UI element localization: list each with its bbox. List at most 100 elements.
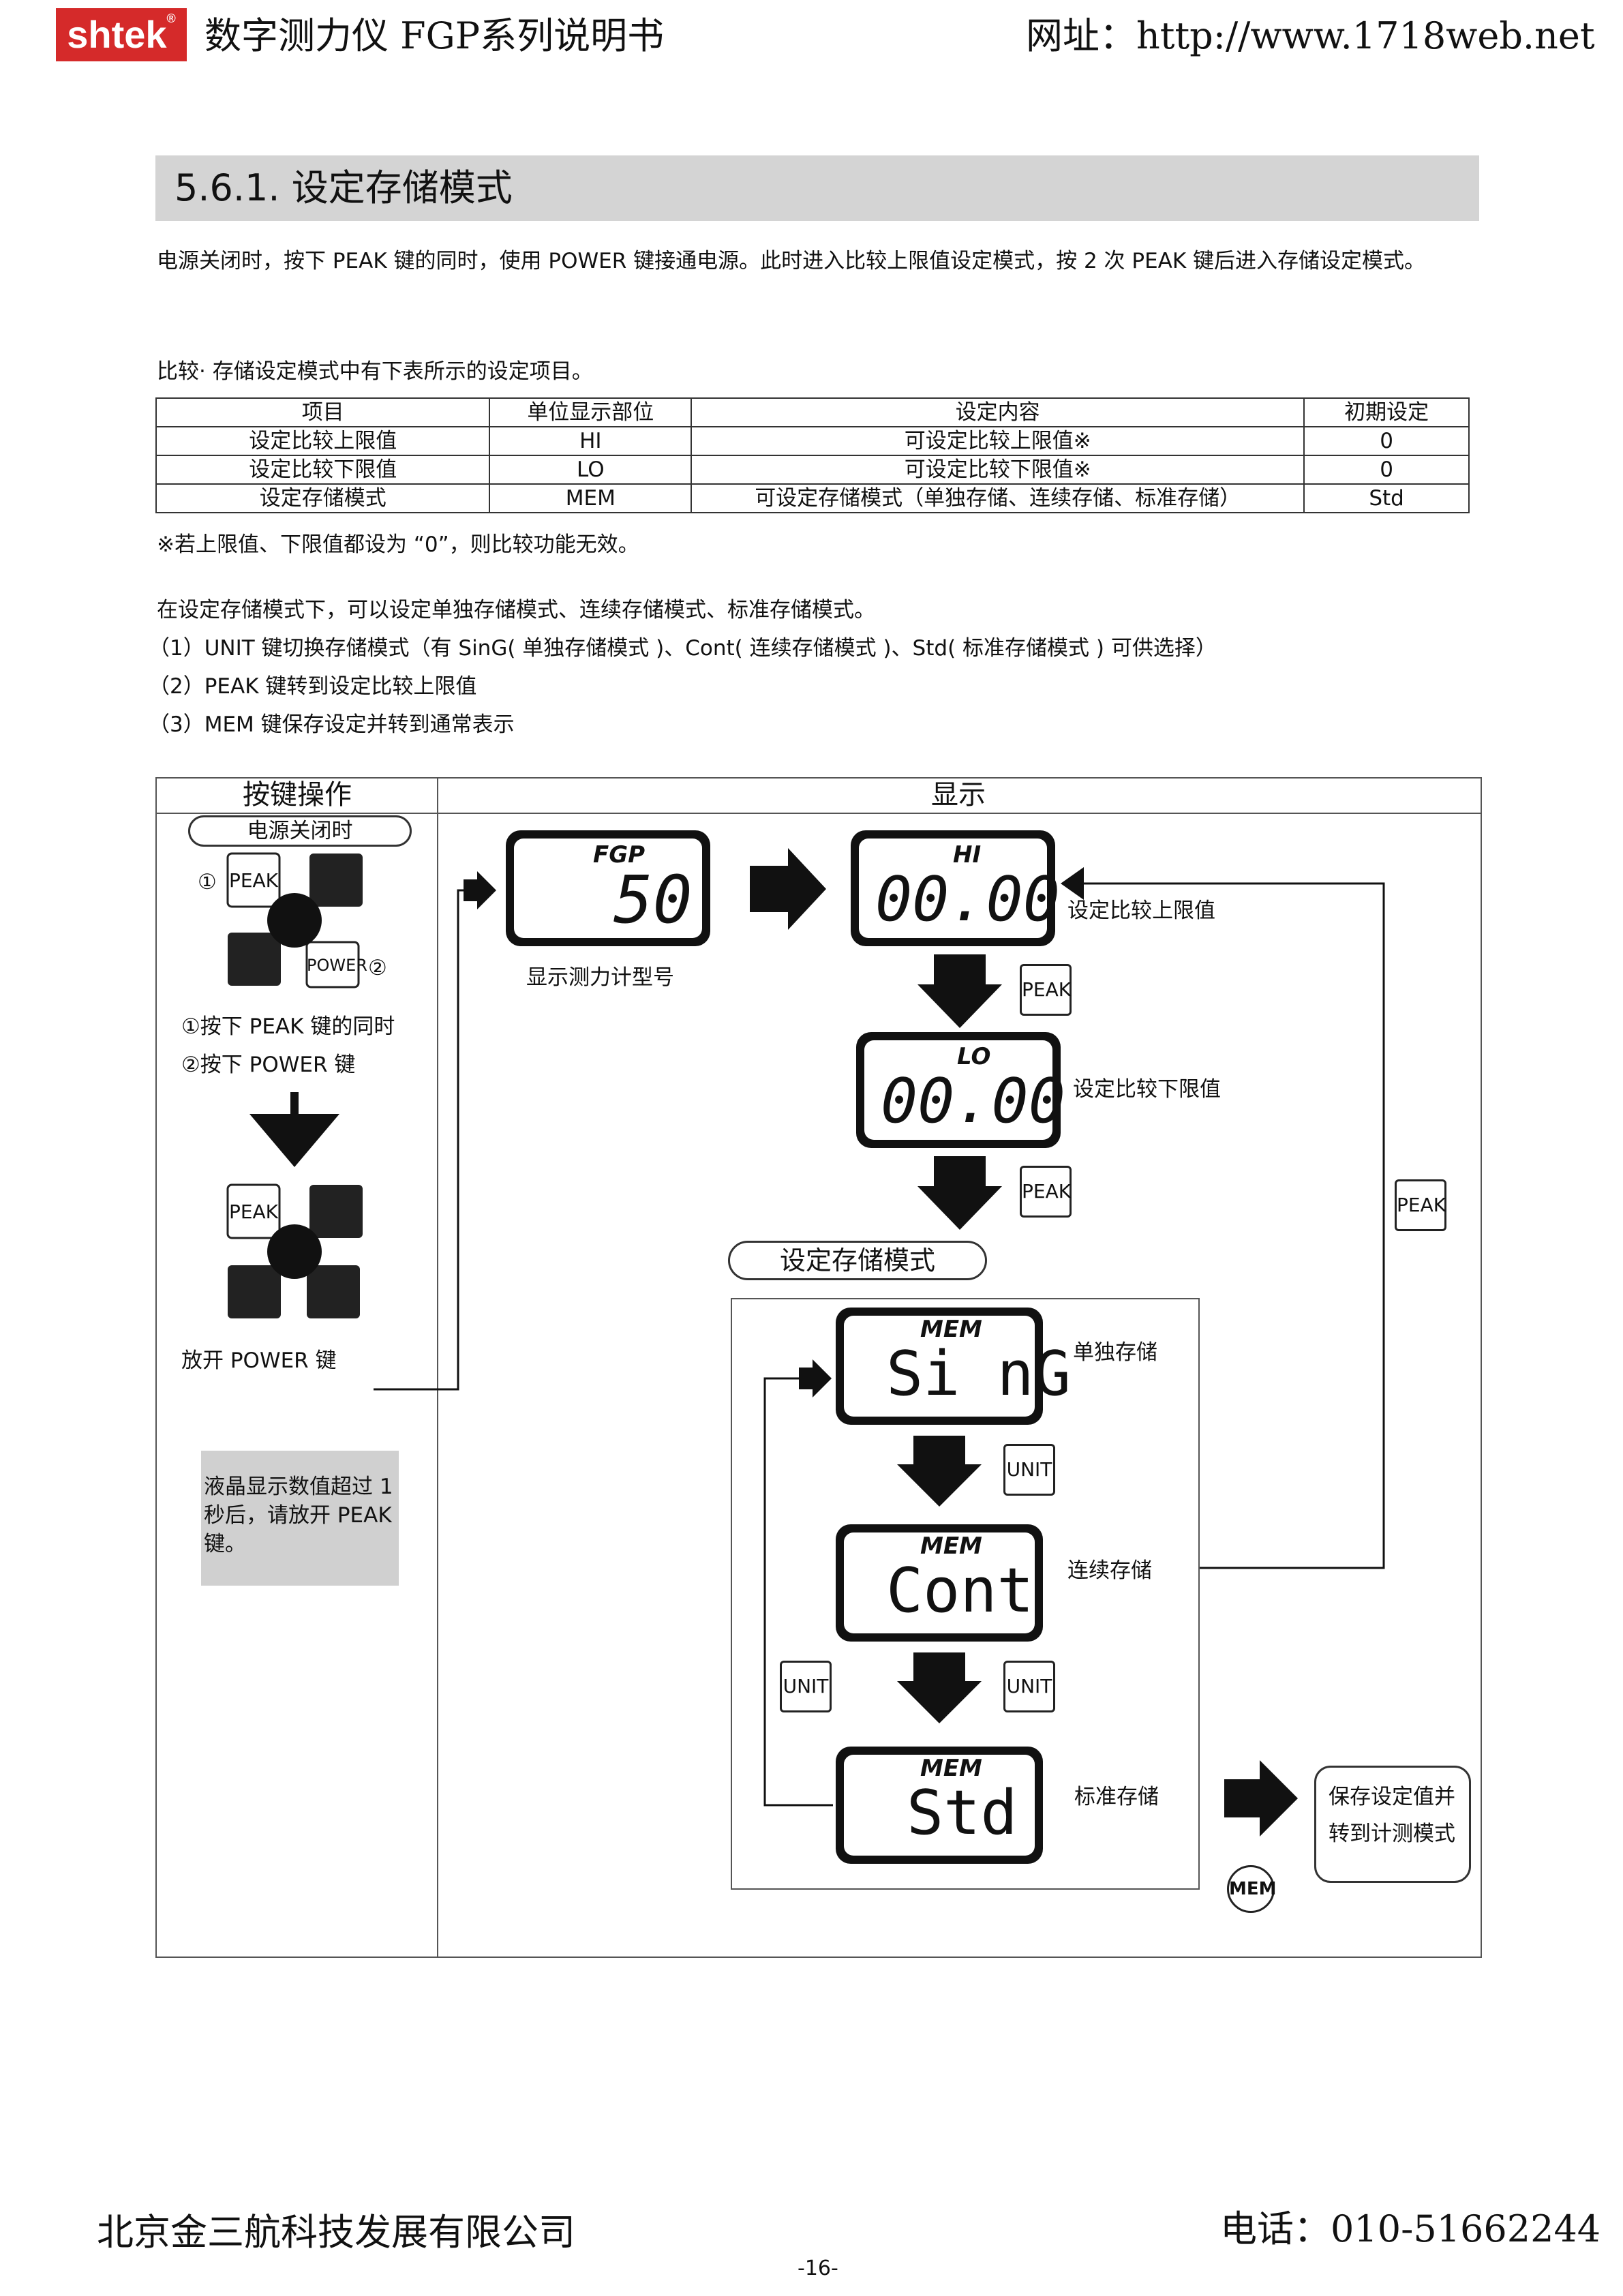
- step2-text: ②按下 POWER 键: [181, 1053, 356, 1077]
- keypad-center: [267, 1224, 322, 1279]
- footer-phone: 电话：010-51662244: [1220, 2207, 1601, 2250]
- table-header-cell: 初期设定: [1303, 397, 1470, 427]
- release-power-text: 放开 POWER 键: [181, 1348, 337, 1373]
- peak-key[interactable]: PEAK: [1395, 1179, 1446, 1231]
- logo-text: shtek: [67, 13, 167, 56]
- down-arrow-icon: [249, 1092, 339, 1167]
- keypad-center: [267, 893, 322, 948]
- step-marker: ①: [198, 870, 217, 894]
- section-title: 5.6.1. 设定存储模式: [175, 166, 513, 209]
- lcd-mem-label: MEM: [920, 1532, 982, 1560]
- keypad-key: [309, 1185, 363, 1238]
- table-row: 设定存储模式 MEM 可设定存储模式（单独存储、连续存储、标准存储） Std: [155, 483, 1470, 513]
- arrow-right-icon: [750, 848, 826, 930]
- peak-key[interactable]: [226, 852, 281, 908]
- operation-diagram: [155, 777, 1482, 1958]
- memory-mode-frame: [731, 1298, 1200, 1890]
- brand-logo: shtek®: [56, 8, 187, 61]
- step-marker: ②: [368, 956, 387, 980]
- table-intro: 比较· 存储设定模式中有下表所示的设定项目。: [157, 359, 593, 384]
- lcd-std-value: Std: [907, 1777, 1018, 1849]
- page-number: -16-: [798, 2256, 838, 2280]
- table-cell: 可设定存储模式（单独存储、连续存储、标准存储）: [691, 483, 1305, 513]
- unit-key[interactable]: UNIT: [1003, 1661, 1055, 1712]
- peak-key-label: PEAK: [228, 1200, 279, 1223]
- down-arrow-icon: [897, 1436, 982, 1507]
- peak-key[interactable]: PEAK: [1020, 964, 1072, 1016]
- save-line: 保存设定值并: [1329, 1785, 1455, 1809]
- peak-key[interactable]: PEAK: [1020, 1166, 1072, 1218]
- table-row: 设定比较上限值 HI 可设定比较上限值※ 0: [155, 426, 1470, 456]
- footer-company: 北京金三航科技发展有限公司: [97, 2211, 575, 2254]
- instruction-line: 在设定存储模式下，可以设定单独存储模式、连续存储模式、标准存储模式。: [157, 598, 875, 622]
- instruction-line: （3）MEM 键保存设定并转到通常表示: [149, 712, 515, 737]
- website-url[interactable]: 网址：http://www.1718web.net: [1026, 14, 1595, 57]
- table-cell: 可设定比较下限值※: [691, 455, 1305, 485]
- hi-caption: 设定比较上限值: [1067, 898, 1215, 923]
- lcd-sing-value: Si nG: [886, 1338, 1071, 1410]
- table-cell: 可设定比较上限值※: [691, 426, 1305, 456]
- mem-mode-title: 设定存储模式: [728, 1241, 987, 1280]
- table-header-cell: 设定内容: [691, 397, 1305, 427]
- lcd-model-value: 50: [613, 862, 693, 938]
- keypad-key: [307, 1265, 360, 1318]
- lcd-hi-label: HI: [953, 841, 982, 868]
- instruction-line: （2）PEAK 键转到设定比较上限值: [149, 674, 477, 699]
- table-cell: MEM: [489, 483, 693, 513]
- table-cell: 设定存储模式: [155, 483, 491, 513]
- mem-key[interactable]: MEM: [1227, 1865, 1277, 1913]
- peak-key[interactable]: [226, 1183, 281, 1239]
- table-footnote: ※若上限值、下限值都设为 “0”，则比较功能无效。: [157, 532, 639, 557]
- table-cell: 设定比较上限值: [155, 426, 491, 456]
- keypad-key: [228, 1265, 281, 1318]
- sing-caption: 单独存储: [1073, 1340, 1157, 1365]
- power-key[interactable]: [305, 941, 360, 988]
- lo-caption: 设定比较下限值: [1073, 1077, 1221, 1102]
- lcd-lo-value: 00.00: [881, 1066, 1065, 1137]
- table-cell: 0: [1303, 455, 1470, 485]
- table-cell: Std: [1303, 483, 1470, 513]
- table-header-cell: 单位显示部位: [489, 397, 693, 427]
- arrow-right-icon: [799, 1359, 832, 1398]
- table-cell: 设定比较下限值: [155, 455, 491, 485]
- keypad-released: [226, 1183, 363, 1318]
- lcd-cont-value: Cont: [886, 1555, 1034, 1627]
- table-cell: LO: [489, 455, 693, 485]
- table-cell: HI: [489, 426, 693, 456]
- arrow-right-icon: [1224, 1760, 1298, 1837]
- instruction-line: （1）UNIT 键切换存储模式（有 SinG( 单独存储模式 )、Cont( 连…: [149, 636, 1217, 661]
- settings-table: 项目 单位显示部位 设定内容 初期设定 设定比较上限值 HI 可设定比较上限值※…: [155, 397, 1470, 513]
- release-note: 液晶显示数值超过 1 秒后，请放开 PEAK 键。: [201, 1451, 399, 1586]
- unit-key[interactable]: UNIT: [1003, 1444, 1055, 1496]
- arrow-right-icon: [464, 871, 496, 909]
- table-header-row: 项目 单位显示部位 设定内容 初期设定: [155, 397, 1470, 427]
- down-arrow-icon: [897, 1652, 982, 1723]
- power-off-label: 电源关闭时: [188, 815, 412, 847]
- save-line: 转到计测模式: [1329, 1822, 1455, 1846]
- model-caption: 显示测力计型号: [526, 965, 674, 990]
- document-title: 数字测力仪 FGP系列说明书: [204, 14, 665, 57]
- column-divider: [437, 777, 438, 1958]
- down-arrow-icon: [917, 954, 1002, 1028]
- header-divider: [155, 813, 1482, 814]
- keypad-key: [228, 933, 281, 986]
- section-heading-bar: [155, 155, 1479, 221]
- lcd-lo-label: LO: [957, 1043, 991, 1070]
- peak-key-label: PEAK: [228, 869, 279, 892]
- keypad-key: [309, 854, 363, 907]
- save-settings-box: 保存设定值并 转到计测模式: [1314, 1766, 1471, 1883]
- unit-key[interactable]: UNIT: [780, 1661, 832, 1712]
- intro-paragraph: 电源关闭时，按下 PEAK 键的同时，使用 POWER 键接通电源。此时进入比较…: [157, 249, 1426, 273]
- step1-text: ①按下 PEAK 键的同时: [181, 1014, 395, 1039]
- lcd-mem-label: MEM: [920, 1755, 982, 1782]
- display-header: 显示: [931, 779, 986, 811]
- keypad-initial: [226, 852, 363, 988]
- table-row: 设定比较下限值 LO 可设定比较下限值※ 0: [155, 455, 1470, 485]
- registered-mark: ®: [166, 12, 176, 25]
- connector-line: [374, 889, 477, 1391]
- power-key-label: POWER: [307, 956, 367, 975]
- lcd-hi-value: 00.00: [875, 864, 1060, 935]
- table-header-cell: 项目: [155, 397, 491, 427]
- lcd-mem-label: MEM: [920, 1316, 982, 1343]
